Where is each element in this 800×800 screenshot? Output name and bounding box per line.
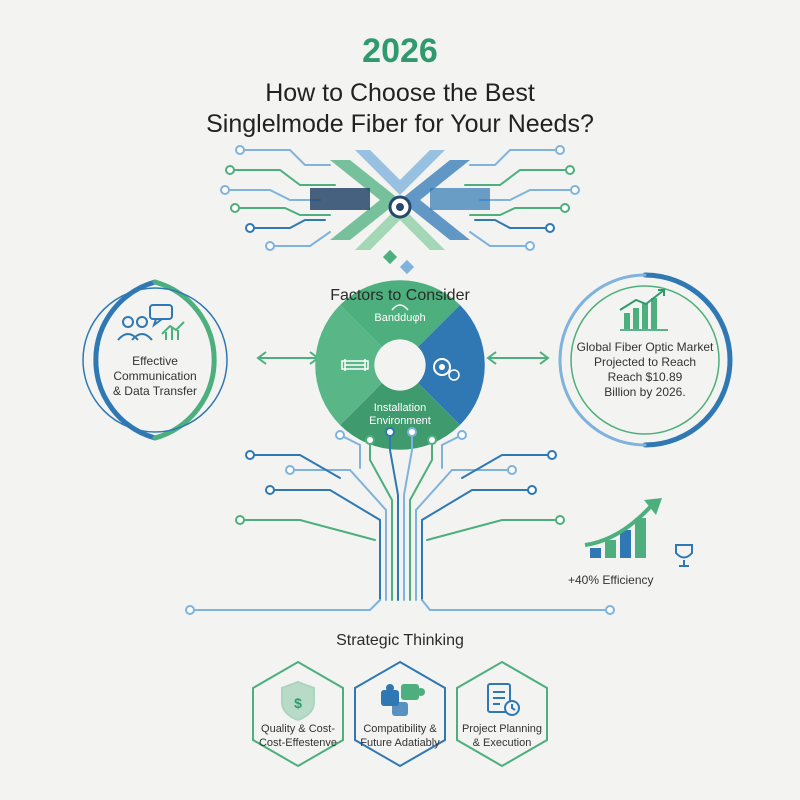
year-heading: 2026	[362, 32, 438, 70]
hex-label-quality-line-1: Quality & Cost-	[261, 723, 335, 735]
hex-label-planning-line-2: & Execution	[472, 737, 532, 749]
hex-label-quality: Quality & Cost- Cost-Effestenve	[248, 722, 348, 750]
planning-scroll-icon	[487, 683, 520, 716]
left-card-line-3: & Data Transfer	[112, 384, 198, 398]
left-card-line-2: Communication	[113, 369, 197, 383]
hex-label-compatibility: Compatibility & Future Adatiably	[350, 722, 450, 750]
hex-label-compatibility-line-2: Future Adatiably	[360, 737, 440, 749]
title-line-2: Singlelmode Fiber for Your Needs?	[206, 110, 594, 138]
left-double-arrow	[256, 351, 320, 365]
trophy-icon	[675, 544, 693, 567]
shield-dollar-icon: $	[281, 680, 315, 722]
puzzle-pieces-icon	[381, 684, 425, 716]
factors-heading: Factors to Consider	[330, 287, 470, 304]
tree-circuit-nodes	[185, 427, 615, 615]
right-card-text: Global Fiber Optic Market Projected to R…	[575, 340, 715, 400]
top-circuit-graphic	[224, 149, 576, 247]
hexagon-quality	[252, 660, 344, 768]
right-card-line-3: Reach $10.89	[607, 370, 683, 384]
title-line-1: How to Choose the Best	[265, 79, 535, 107]
right-double-arrow	[486, 351, 550, 365]
hex-label-compatibility-line-1: Compatibility &	[363, 723, 437, 735]
left-card-text: Effective Communication & Data Transfer	[95, 354, 215, 399]
efficiency-label: +40% Efficiency	[568, 573, 654, 587]
hexagon-planning	[456, 660, 548, 768]
left-card-ring	[82, 279, 228, 441]
factor-installation-label: Installation Environment	[345, 402, 455, 428]
strategy-heading: Strategic Thinking	[336, 632, 464, 649]
factor-wheel	[315, 280, 485, 450]
efficiency-bar-chart	[584, 498, 662, 558]
top-circuit-nodes	[220, 145, 580, 251]
right-card-line-1: Global Fiber Optic Market	[576, 340, 714, 354]
right-card-line-4: Billion by 2026.	[604, 385, 686, 399]
factor-installation-line-2: Environment	[369, 415, 431, 427]
left-card-growth-icon	[161, 321, 185, 340]
page-title: How to Choose the Best Singlelmode Fiber…	[0, 78, 800, 140]
factor-bandwidth-label: Bandduφh	[374, 312, 426, 324]
top-chevron-shapes	[310, 150, 490, 275]
right-card-line-2: Projected to Reach	[593, 355, 697, 369]
left-card-line-1: Effective	[132, 354, 178, 368]
svg-text:$: $	[294, 695, 302, 711]
hexagon-compatibility	[354, 660, 446, 768]
factor-installation-line-1: Installation	[373, 402, 427, 414]
tree-circuit	[189, 431, 611, 611]
right-card-ring	[558, 272, 733, 448]
market-chart-icon	[619, 289, 668, 331]
people-chat-icon	[117, 304, 173, 341]
hex-label-quality-line-2: Cost-Effestenve	[258, 737, 338, 749]
hex-label-planning-line-1: Project Planning	[461, 723, 543, 735]
hex-label-planning: Project Planning & Execution	[452, 722, 552, 750]
